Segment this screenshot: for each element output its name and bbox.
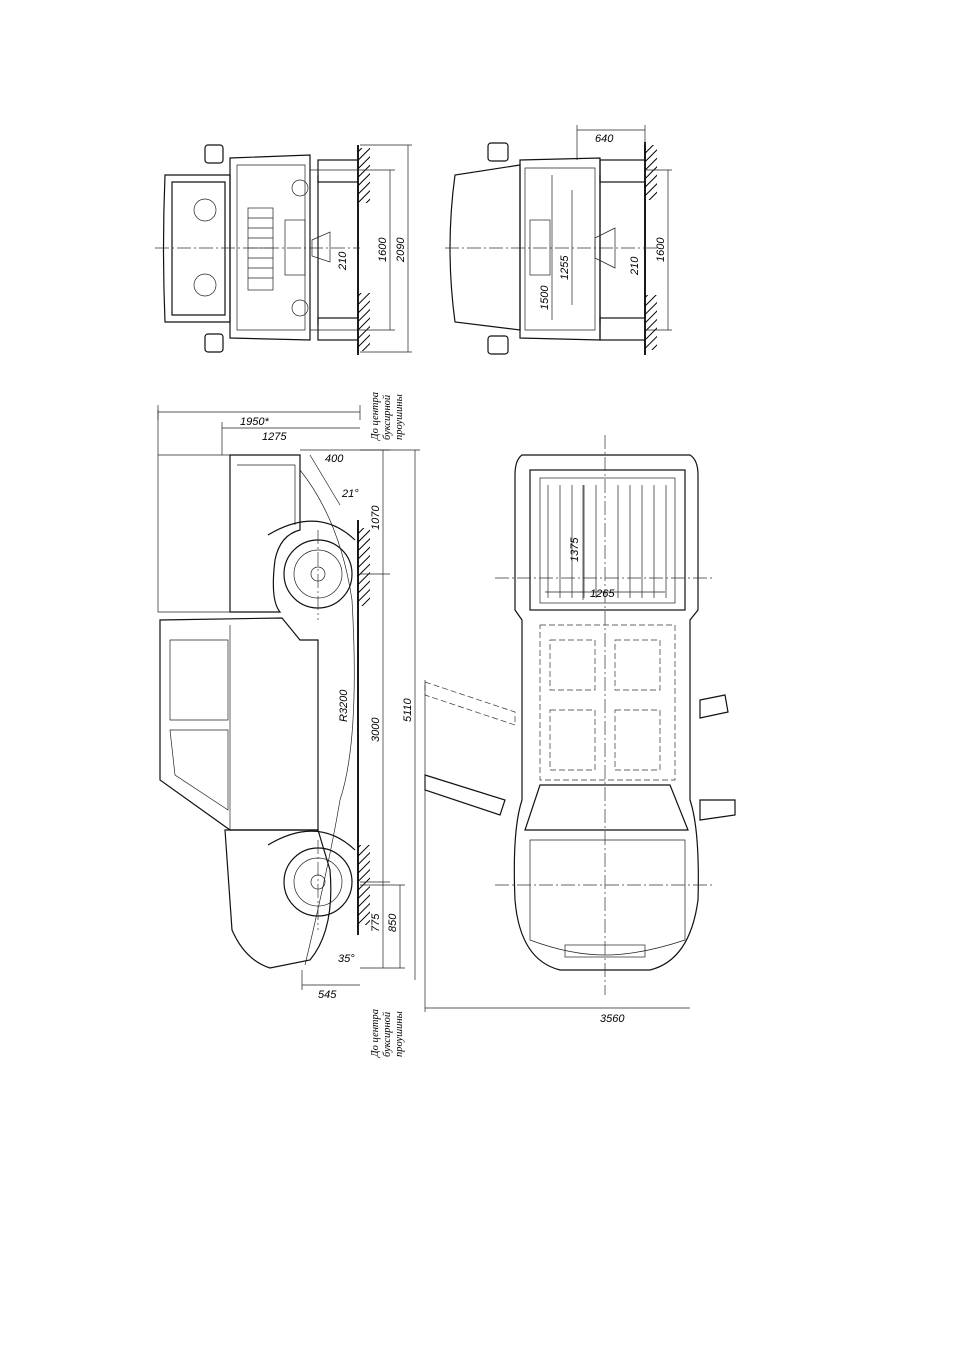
dim-wheelbase: 3000 — [370, 717, 382, 742]
dim-rear-track: 1600 — [655, 237, 667, 262]
towing-note-bottom: До центра буксирной проушины — [370, 1009, 405, 1058]
ground-hatch — [358, 293, 370, 351]
svg-text:проушины: проушины — [394, 1011, 405, 1057]
svg-text:проушины: проушины — [394, 394, 405, 440]
top-view: 1375 1265 3560 — [425, 435, 735, 1025]
dim-front-545: 545 — [318, 989, 337, 1001]
dim-rear-1070: 1070 — [370, 505, 382, 530]
ground-hatch — [358, 148, 370, 203]
svg-text:До центра: До центра — [370, 392, 381, 441]
dim-length: 5110 — [402, 697, 414, 722]
dim-body-1275: 1275 — [262, 431, 287, 443]
dim-front-ground: 210 — [337, 251, 349, 271]
side-view: 1950* 1275 400 21° 1070 3000 R3200 775 8… — [158, 392, 420, 1058]
rear-view: 640 1600 1500 1255 210 — [445, 125, 672, 355]
towing-note-top: До центра буксирной проушины — [370, 392, 405, 441]
dim-rear-overhang: 400 — [325, 453, 344, 465]
dim-rear-1255: 1255 — [559, 255, 571, 280]
dim-rear-640: 640 — [595, 133, 614, 145]
dim-overall-1950: 1950* — [240, 416, 269, 428]
svg-text:буксирной: буксирной — [382, 1011, 393, 1057]
side-dimensions: 1950* 1275 400 21° 1070 3000 R3200 775 8… — [158, 405, 420, 1001]
svg-text:До центра: До центра — [370, 1009, 381, 1058]
dim-bed-1375: 1375 — [569, 537, 581, 562]
dim-angle-21: 21° — [341, 488, 359, 500]
dim-angle-35: 35° — [338, 953, 355, 965]
dim-rear-1500: 1500 — [539, 285, 551, 310]
dim-rear-ground: 210 — [629, 256, 641, 276]
dim-front-track: 1600 — [377, 237, 389, 262]
dim-front-width: 2090 — [395, 237, 407, 263]
svg-text:буксирной: буксирной — [382, 394, 393, 440]
dim-front-850: 850 — [387, 913, 399, 932]
ground-hatch — [358, 528, 370, 606]
dim-radius: R3200 — [338, 689, 350, 722]
dim-width-3560: 3560 — [600, 1013, 625, 1025]
front-view: 1600 2090 210 — [155, 145, 412, 355]
ground-hatch — [645, 145, 657, 200]
dim-front-775: 775 — [370, 913, 382, 932]
top-dimensions: 1375 1265 3560 — [425, 485, 690, 1025]
ground-hatch — [645, 295, 657, 350]
dim-bed-1265: 1265 — [590, 588, 615, 600]
